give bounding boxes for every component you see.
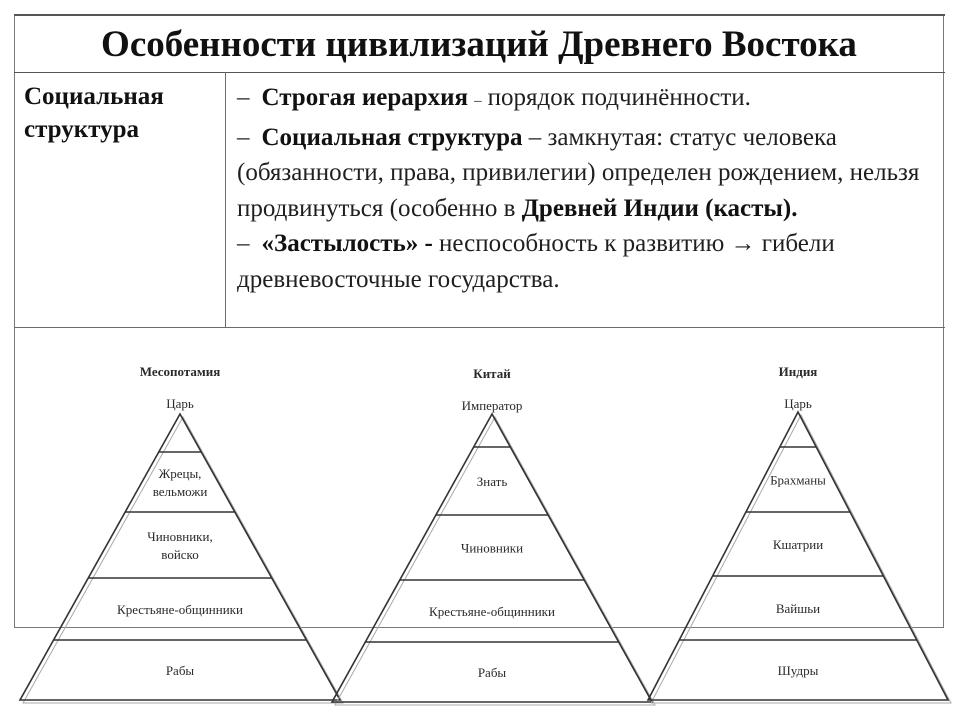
page-title: Особенности цивилизаций Древнего Востока bbox=[101, 24, 857, 65]
table-column-divider bbox=[225, 72, 226, 328]
pyramid-level-label: Рабы bbox=[478, 665, 507, 680]
dash: – bbox=[237, 230, 250, 257]
row-content: –Строгая иерархия–порядок подчинённости.… bbox=[237, 80, 937, 297]
item-2-bold2: Древней Индии (касты). bbox=[521, 194, 798, 222]
item-2-sep: – bbox=[528, 123, 542, 151]
dash: – bbox=[237, 84, 250, 111]
item-3-bold: «Застылость» - bbox=[261, 230, 433, 257]
content-item-2: –Социальная структура – замкнутая: стату… bbox=[237, 120, 937, 227]
item-3-text: неспособность к развитию → гибели древне… bbox=[237, 230, 835, 293]
content-item-1: –Строгая иерархия–порядок подчинённости. bbox=[237, 80, 937, 120]
pyramid-level-label: Рабы bbox=[166, 663, 195, 678]
table-divider-top bbox=[14, 72, 945, 73]
pyramid-level-label: Шудры bbox=[778, 663, 819, 678]
item-2-bold: Социальная структура bbox=[261, 123, 523, 151]
content-item-3: –«Застылость» - неспособность к развитию… bbox=[237, 226, 937, 297]
row-label: Социальная структура bbox=[24, 83, 164, 143]
item-2-text: замкнутая: статус человека (обязанности,… bbox=[237, 123, 920, 222]
top-border bbox=[14, 14, 945, 16]
table-divider-bottom bbox=[14, 327, 945, 328]
dash: – bbox=[237, 123, 250, 151]
item-1-sep: – bbox=[474, 93, 482, 109]
item-1-text: порядок подчинённости. bbox=[487, 84, 751, 111]
item-1-bold: Строгая иерархия bbox=[261, 84, 469, 111]
